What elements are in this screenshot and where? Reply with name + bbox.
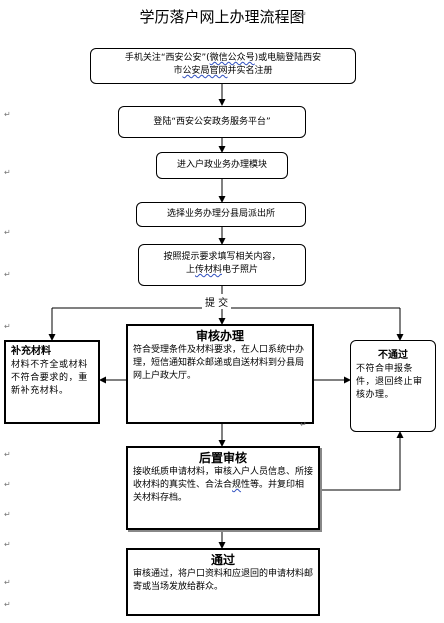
review-processing-box: 审核办理 符合受理条件及材料要求，在人口系统中办理，短信通知群众邮递或自送材料到…	[126, 324, 314, 424]
pass-box: 通过 审核通过，将户口资料和应退回的申请材料邮寄或当场发放给群众。	[126, 548, 320, 616]
post-review-box: 后置审核 接收纸质申请材料，审核入户人员信息、所接收材料的真实性、合法合规性等。…	[126, 446, 320, 530]
paragraph-mark: ↵	[4, 228, 11, 237]
post-review-title: 后置审核	[198, 451, 247, 465]
paragraph-mark: ↵	[4, 600, 11, 609]
review-body: 符合受理条件及材料要求，在人口系统中办理，短信通知群众邮递或自送材料到分县局网上…	[133, 345, 305, 381]
post-review-body: 接收纸质申请材料，审核入户人员信息、所接收材料的真实性、合法合规性等。并复印相关…	[133, 467, 314, 503]
page-title: 学历落户网上办理流程图	[139, 8, 305, 26]
step-fill-upload: 按照提示要求填写相关内容， 上传材料电子照片	[138, 244, 306, 286]
arrow-post-to-reject	[320, 431, 404, 491]
paragraph-mark: ↵	[4, 578, 11, 587]
review-title: 审核办理	[195, 329, 244, 343]
paragraph-mark: ↵	[300, 420, 307, 429]
paragraph-mark: ↵	[4, 540, 11, 549]
paragraph-mark: ↵	[300, 10, 307, 19]
supplement-title: 补充材料	[11, 346, 51, 357]
supplement-materials-box: 补充材料 材料不齐全或材料不符合要求的，重新补充材料。	[4, 340, 100, 424]
submit-label: 提 交	[202, 294, 232, 309]
reject-title: 不通过	[378, 350, 408, 361]
paragraph-mark: ↵	[4, 322, 11, 331]
step-enter-module: 进入户政业务办理模块	[156, 152, 288, 179]
reject-box: 不通过 不符合申报条件，退回终止审核办理。	[350, 340, 436, 432]
paragraph-mark: ↵	[4, 110, 11, 119]
step-follow-wechat: 手机关注“西安公安”(微信公众号)或电脑登陆西安 市公安局官网并实名注册	[90, 48, 356, 84]
paragraph-mark: ↵	[4, 480, 11, 489]
reject-body: 不符合申报条件，退回终止审核办理。	[356, 364, 423, 400]
step-login-platform: 登陆“西安公安政务服务平台”	[118, 106, 306, 138]
step-select-station: 选择业务办理分县局派出所	[136, 202, 306, 227]
paragraph-mark: ↵	[4, 450, 11, 459]
paragraph-mark: ↵	[4, 168, 11, 177]
pass-title: 通过	[210, 553, 235, 567]
paragraph-mark: ↵	[4, 510, 11, 519]
pass-body: 审核通过，将户口资料和应退回的申请材料邮寄或当场发放给群众。	[133, 569, 314, 592]
supplement-body: 材料不齐全或材料不符合要求的，重新补充材料。	[11, 360, 88, 396]
paragraph-mark: ↵	[4, 270, 11, 279]
